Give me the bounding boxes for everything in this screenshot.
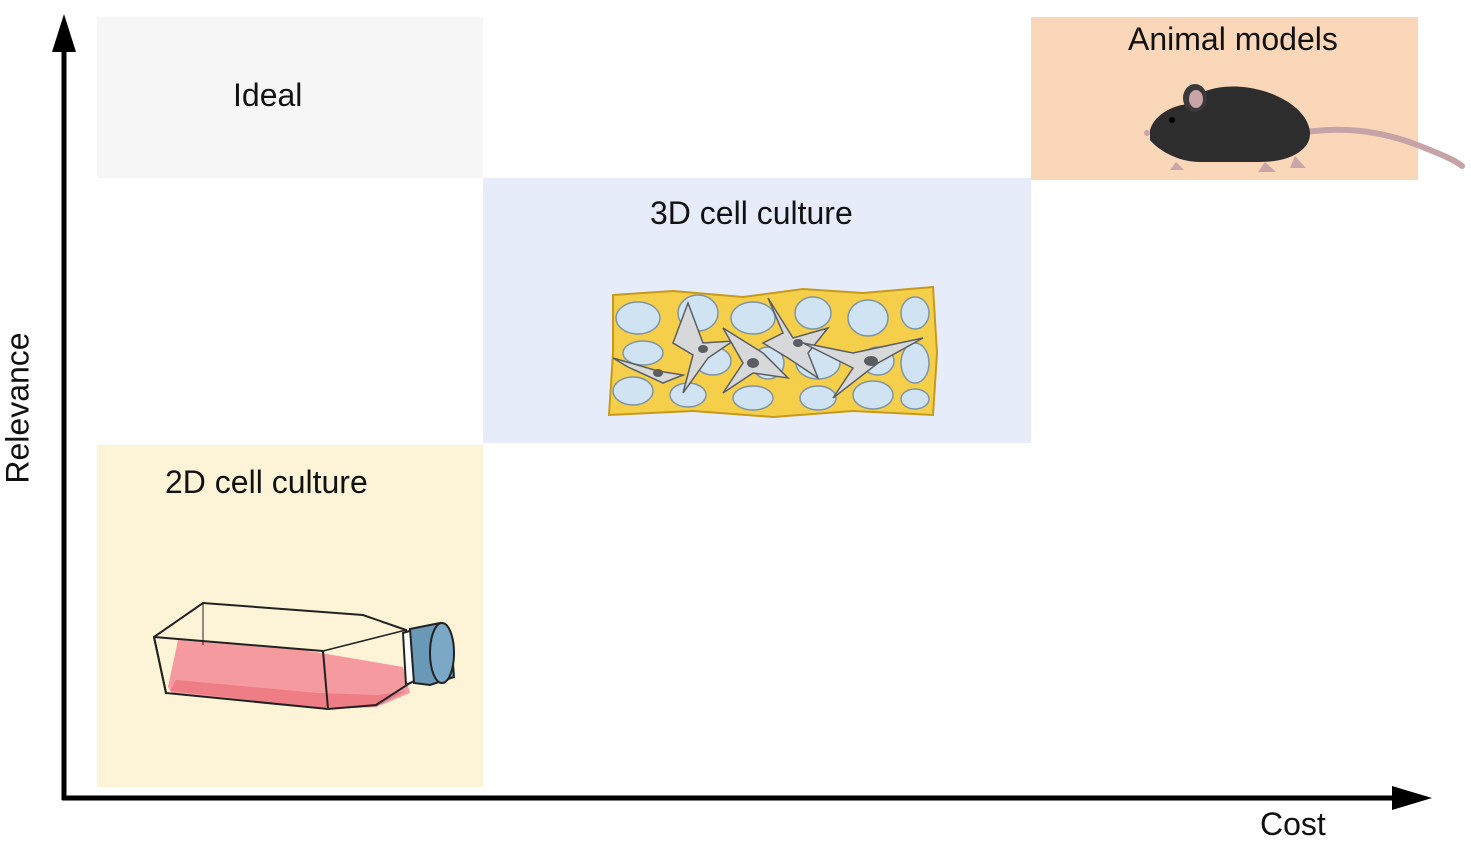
region-2d-cell-culture xyxy=(97,445,483,787)
label-ideal: Ideal xyxy=(233,77,303,113)
label-animal-models: Animal models xyxy=(1128,21,1338,57)
scaffold-cells-icon xyxy=(607,285,939,419)
label-2d-cell-culture: 2D cell culture xyxy=(165,464,368,500)
culture-flask-icon xyxy=(152,601,456,711)
x-axis-arrow xyxy=(1392,786,1432,810)
label-3d-cell-culture: 3D cell culture xyxy=(650,195,853,231)
mouse-icon xyxy=(1144,84,1465,172)
y-axis-title: Relevance xyxy=(0,332,36,484)
region-ideal xyxy=(97,17,483,178)
x-axis-title: Cost xyxy=(1260,806,1326,842)
y-axis-arrow xyxy=(52,14,76,52)
